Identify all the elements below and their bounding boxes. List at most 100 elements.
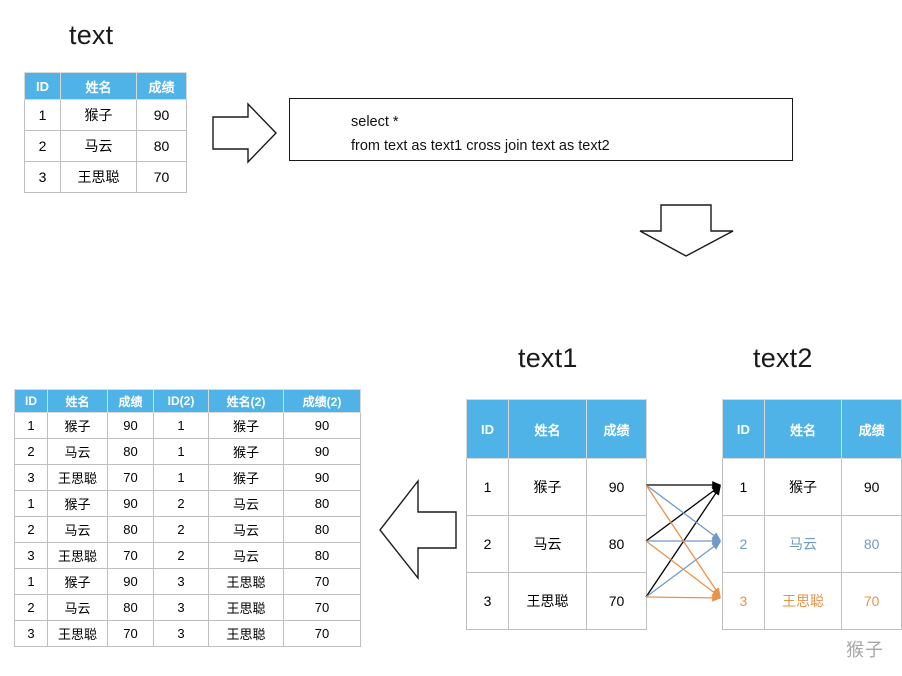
cell-name2: 马云 bbox=[208, 542, 284, 569]
cell-score2: 90 bbox=[283, 464, 361, 491]
cell-name: 马云 bbox=[763, 515, 843, 573]
table-header-row: ID 姓名 成绩 ID(2) 姓名(2) 成绩(2) bbox=[14, 389, 361, 413]
table-row: 3 王思聪 70 bbox=[466, 572, 647, 630]
cell-id: 2 bbox=[14, 594, 48, 621]
column-header-id: ID bbox=[14, 389, 48, 413]
cell-score: 80 bbox=[107, 438, 154, 465]
cell-id2: 2 bbox=[153, 542, 209, 569]
cell-score2: 80 bbox=[283, 490, 361, 517]
cell-id: 3 bbox=[14, 464, 48, 491]
connector-group-to-row2 bbox=[645, 484, 722, 598]
cell-id2: 2 bbox=[153, 516, 209, 543]
cell-score: 80 bbox=[107, 516, 154, 543]
block-arrow-right-icon bbox=[212, 102, 277, 164]
table-header-row: ID 姓名 成绩 bbox=[466, 399, 647, 459]
source-table-title: text bbox=[69, 20, 114, 50]
cell-score: 70 bbox=[107, 542, 154, 569]
column-header-score: 成绩 bbox=[586, 399, 647, 459]
text1-table-grid: ID 姓名 成绩 1 猴子 90 2 马云 80 3 王思聪 70 bbox=[466, 399, 647, 630]
cell-score: 90 bbox=[136, 99, 187, 131]
cell-score: 80 bbox=[841, 515, 902, 573]
column-header-id2: ID(2) bbox=[153, 389, 209, 413]
column-header-score: 成绩 bbox=[107, 389, 154, 413]
connector-3-to-3 bbox=[645, 593, 722, 602]
cell-score2: 90 bbox=[283, 438, 361, 465]
cell-score: 90 bbox=[107, 412, 154, 439]
cell-name: 马云 bbox=[47, 438, 108, 465]
connector-group-to-row1 bbox=[645, 481, 722, 598]
cell-id: 3 bbox=[466, 572, 509, 630]
cell-id2: 1 bbox=[153, 412, 209, 439]
cell-name: 王思聪 bbox=[508, 572, 587, 630]
cell-score2: 90 bbox=[283, 412, 361, 439]
sql-line-2: from text as text1 cross join text as te… bbox=[351, 138, 610, 154]
cell-name: 猴子 bbox=[60, 99, 137, 131]
cell-name: 马云 bbox=[47, 594, 108, 621]
table-row: 1 猴子 90 bbox=[466, 458, 647, 516]
cell-id: 1 bbox=[14, 490, 48, 517]
cell-name: 猴子 bbox=[47, 568, 108, 595]
cell-score: 70 bbox=[586, 572, 647, 630]
source-table-grid: ID 姓名 成绩 1 猴子 90 2 马云 80 3 王思聪 70 bbox=[24, 72, 187, 193]
cell-name2: 王思聪 bbox=[208, 620, 284, 647]
column-header-name: 姓名 bbox=[60, 72, 137, 100]
cell-id: 1 bbox=[722, 458, 765, 516]
cell-name: 王思聪 bbox=[47, 542, 108, 569]
column-header-name: 姓名 bbox=[763, 399, 843, 459]
cell-score: 80 bbox=[107, 594, 154, 621]
cell-id: 2 bbox=[14, 516, 48, 543]
cell-score: 90 bbox=[107, 490, 154, 517]
connector-1-to-2 bbox=[645, 484, 722, 541]
cell-name: 猴子 bbox=[47, 412, 108, 439]
cell-id2: 3 bbox=[153, 620, 209, 647]
cell-id: 1 bbox=[466, 458, 509, 516]
cell-score: 70 bbox=[841, 572, 902, 630]
sql-line-1: select * bbox=[351, 114, 399, 130]
table-row: 1 猴子 90 bbox=[722, 458, 902, 516]
column-header-name: 姓名 bbox=[508, 399, 587, 459]
connector-group-to-row3 bbox=[645, 484, 722, 602]
cell-name2: 猴子 bbox=[208, 412, 284, 439]
cell-id: 3 bbox=[24, 161, 61, 193]
text2-table-grid: ID 姓名 成绩 1 猴子 90 2 马云 80 3 王思聪 70 bbox=[722, 399, 902, 630]
cell-score2: 70 bbox=[283, 594, 361, 621]
cell-score: 80 bbox=[586, 515, 647, 573]
cell-name: 猴子 bbox=[47, 490, 108, 517]
cell-score2: 70 bbox=[283, 620, 361, 647]
connector-1-to-3 bbox=[645, 484, 721, 598]
cell-id: 2 bbox=[466, 515, 509, 573]
cell-score: 70 bbox=[107, 464, 154, 491]
cell-name2: 王思聪 bbox=[208, 568, 284, 595]
table-header-row: ID 姓名 成绩 bbox=[722, 399, 902, 459]
cell-score2: 80 bbox=[283, 516, 361, 543]
cell-id: 1 bbox=[14, 412, 48, 439]
text1-table-title: text1 bbox=[518, 343, 578, 373]
column-header-id: ID bbox=[24, 72, 61, 100]
cell-name: 马云 bbox=[47, 516, 108, 543]
sql-statement-box: select * from text as text1 cross join t… bbox=[289, 98, 793, 161]
cell-id: 2 bbox=[14, 438, 48, 465]
cell-id: 3 bbox=[14, 620, 48, 647]
connector-3-to-1 bbox=[645, 485, 721, 598]
cell-name: 王思聪 bbox=[47, 464, 108, 491]
column-header-id: ID bbox=[466, 399, 509, 459]
text2-table-title: text2 bbox=[753, 343, 813, 373]
cell-id: 1 bbox=[14, 568, 48, 595]
watermark: 猴子 bbox=[846, 640, 884, 660]
connector-3-to-2 bbox=[645, 541, 722, 598]
cell-name: 马云 bbox=[508, 515, 587, 573]
cell-id2: 3 bbox=[153, 594, 209, 621]
cell-name: 马云 bbox=[60, 130, 137, 162]
cell-score: 90 bbox=[841, 458, 902, 516]
cell-name2: 马云 bbox=[208, 490, 284, 517]
table-header-row: ID 姓名 成绩 bbox=[24, 72, 187, 100]
connector-2-to-1 bbox=[645, 485, 722, 542]
